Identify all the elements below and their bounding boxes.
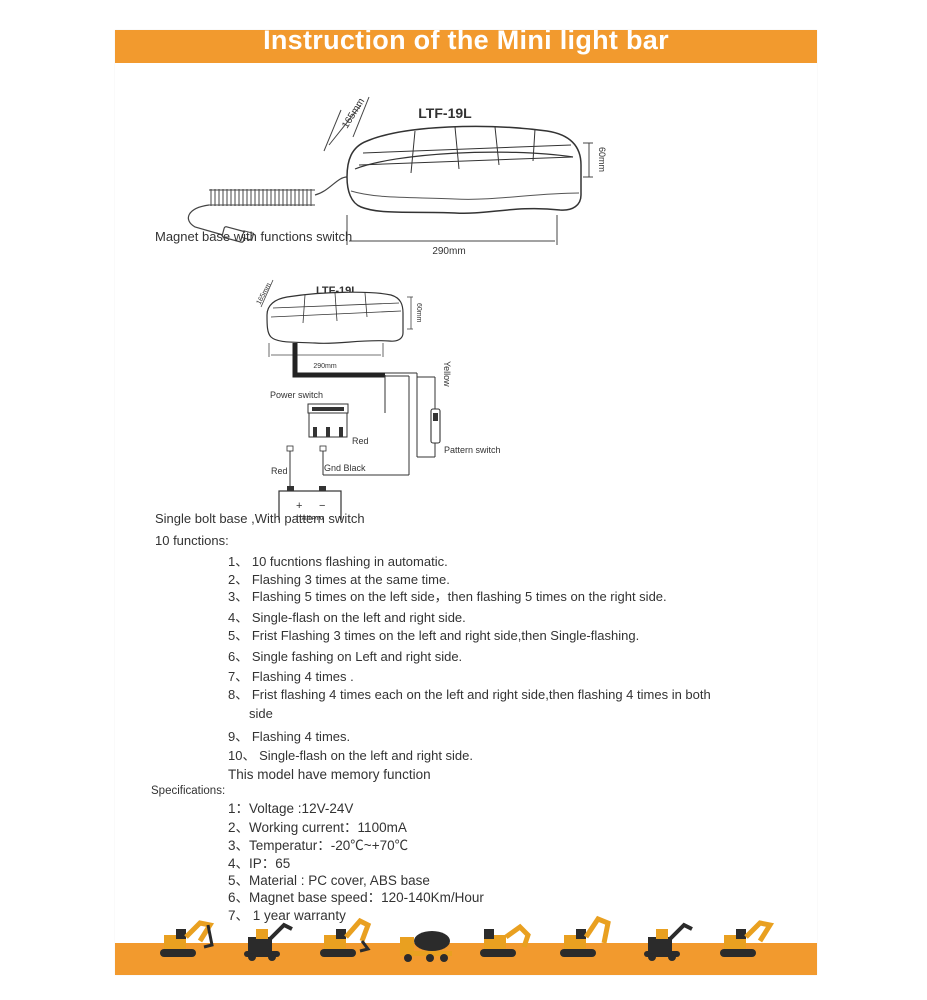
battery-minus: −: [319, 500, 325, 512]
battery-label: battery: [296, 513, 324, 520]
light-bar-small-icon: [266, 291, 404, 344]
page-title: Instruction of the Mini light bar: [263, 30, 669, 55]
function-item: 1、 10 fucntions flashing in automatic.: [228, 554, 448, 569]
yellow-wire-label: Yellow: [442, 361, 452, 387]
main-cable: [292, 343, 385, 378]
function-item: 7、 Flashing 4 times .: [228, 669, 354, 684]
function-item: 4、 Single-flash on the left and right si…: [228, 610, 466, 625]
power-switch-label: Power switch: [270, 390, 323, 400]
wiring-dim-length: 290mm: [313, 363, 337, 370]
magnet-base-caption: Magnet base with functions switch: [155, 229, 353, 244]
function-item: 8、 Frist flashing 4 times each on the le…: [228, 687, 711, 702]
spec-item: 1：Voltage :12V-24V: [228, 801, 354, 816]
header-banner: Instruction of the Mini light bar: [115, 30, 817, 63]
wiring-diagram: LTF-19L 165mm 60mm 290mm: [256, 279, 501, 520]
memory-note: This model have memory function: [228, 767, 431, 782]
excavator-icon: [720, 920, 775, 957]
coiled-cable-icon: [187, 176, 348, 236]
spec-item: 4、IP：65: [228, 856, 291, 871]
function-item: 2、 Flashing 3 times at the same time.: [228, 572, 450, 587]
battery-icon: [278, 486, 342, 520]
light-bar-icon: [346, 125, 582, 215]
pattern-switch-label: Pattern switch: [444, 445, 501, 455]
function-item: 6、 Single fashing on Left and right side…: [228, 649, 463, 664]
model-label: LTF-19L: [418, 105, 472, 121]
excavator-icon: [560, 915, 611, 957]
spec-item: 5、Material : PC cover, ABS base: [228, 873, 430, 888]
dim-length-label: 290mm: [432, 246, 465, 257]
spec-item: 3、Temperatur：-20℃~+70℃: [228, 838, 409, 853]
dimension-lines: [323, 96, 593, 245]
cement-mixer-truck-icon: [400, 931, 452, 962]
machinery-row: [160, 915, 775, 962]
wiring-dim-width: 165mm: [256, 282, 273, 306]
dim-width-label: 165mm: [340, 96, 367, 130]
instruction-sheet: Instruction of the Mini light bar LTF-19…: [115, 30, 817, 975]
forklift-icon: [244, 922, 293, 961]
battery-plus: +: [296, 500, 302, 512]
forklift-icon: [644, 922, 693, 961]
functions-heading: 10 functions:: [155, 533, 229, 548]
wires: [289, 372, 436, 491]
gnd-black-label: Gnd Black: [324, 463, 366, 473]
excavator-icon: [480, 923, 531, 957]
specs-heading: Specifications:: [151, 785, 226, 797]
function-item-continuation: side: [249, 706, 273, 721]
spec-item: 7、 1 year warranty: [228, 908, 346, 923]
footer-banner: [115, 943, 817, 975]
red-wire-label-2: Red: [271, 466, 288, 476]
excavator-icon: [320, 917, 372, 957]
function-item: 3、 Flashing 5 times on the left side，the…: [228, 589, 667, 604]
single-bolt-caption: Single bolt base ,With pattern switch: [155, 511, 365, 526]
wiring-dim-height: 60mm: [415, 303, 422, 323]
pattern-switch-icon: [430, 408, 441, 444]
function-item: 5、 Frist Flashing 3 times on the left an…: [228, 628, 640, 643]
dim-height-label: 60mm: [597, 147, 607, 172]
cigarette-plug-icon: [221, 226, 255, 243]
excavator-icon: [160, 920, 215, 957]
function-item: 9、 Flashing 4 times.: [228, 729, 351, 744]
spec-item: 2、Working current：1100mA: [228, 820, 407, 835]
power-switch-icon: [286, 403, 349, 452]
red-wire-label-1: Red: [352, 436, 369, 446]
spec-item: 6、Magnet base speed：120-140Km/Hour: [228, 890, 484, 905]
function-item: 10、 Single-flash on the left and right s…: [228, 748, 474, 763]
lightbar-dimension-diagram: LTF-19L: [187, 96, 607, 257]
